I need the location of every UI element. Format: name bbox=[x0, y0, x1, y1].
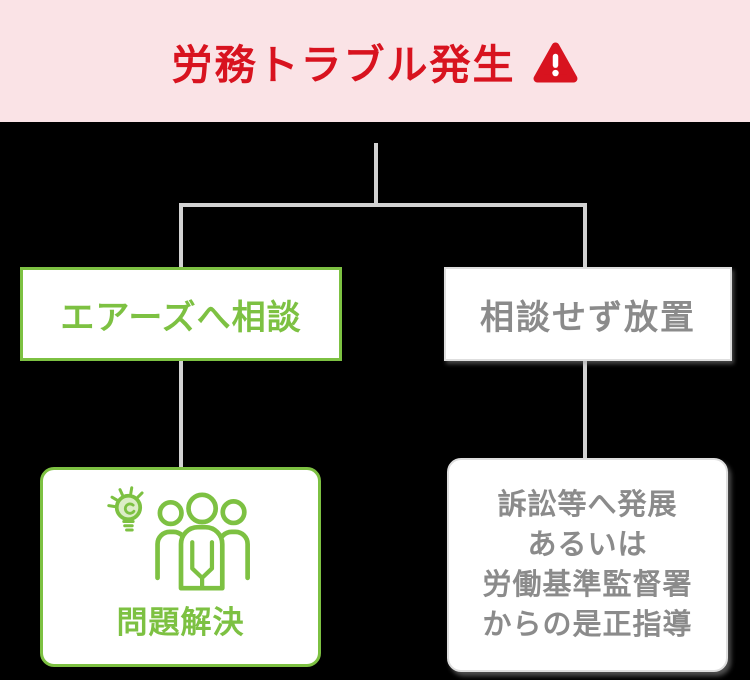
connector-left-drop bbox=[179, 205, 183, 269]
result-solved-label: 問題解決 bbox=[116, 605, 245, 640]
warning-triangle-icon bbox=[532, 39, 579, 84]
escalation-line-3: 労働基準監督署 bbox=[482, 569, 693, 601]
people-lightbulb-icon bbox=[105, 482, 257, 593]
connector-branch-bar bbox=[179, 203, 587, 207]
banner-title: 労務トラブル発生 bbox=[171, 42, 516, 88]
connector-stem bbox=[374, 143, 378, 205]
connector-left-result bbox=[179, 359, 183, 469]
option-consult-label: エアーズへ相談 bbox=[60, 298, 302, 337]
option-consult-box: エアーズへ相談 bbox=[20, 267, 342, 361]
escalation-line-2: あるいは bbox=[527, 529, 648, 561]
escalation-line-1: 訴訟等へ発展 bbox=[497, 489, 678, 521]
option-neglect-label: 相談せず放置 bbox=[480, 298, 696, 337]
option-neglect-box: 相談せず放置 bbox=[444, 267, 732, 361]
escalation-line-4: からの是正指導 bbox=[482, 609, 693, 641]
connector-right-drop bbox=[583, 205, 587, 269]
alert-banner: 労務トラブル発生 bbox=[0, 0, 750, 122]
result-solved-box: 問題解決 bbox=[40, 467, 321, 667]
connector-right-result bbox=[583, 359, 587, 461]
result-escalation-box: 訴訟等へ発展 あるいは 労働基準監督署 からの是正指導 bbox=[447, 458, 728, 672]
